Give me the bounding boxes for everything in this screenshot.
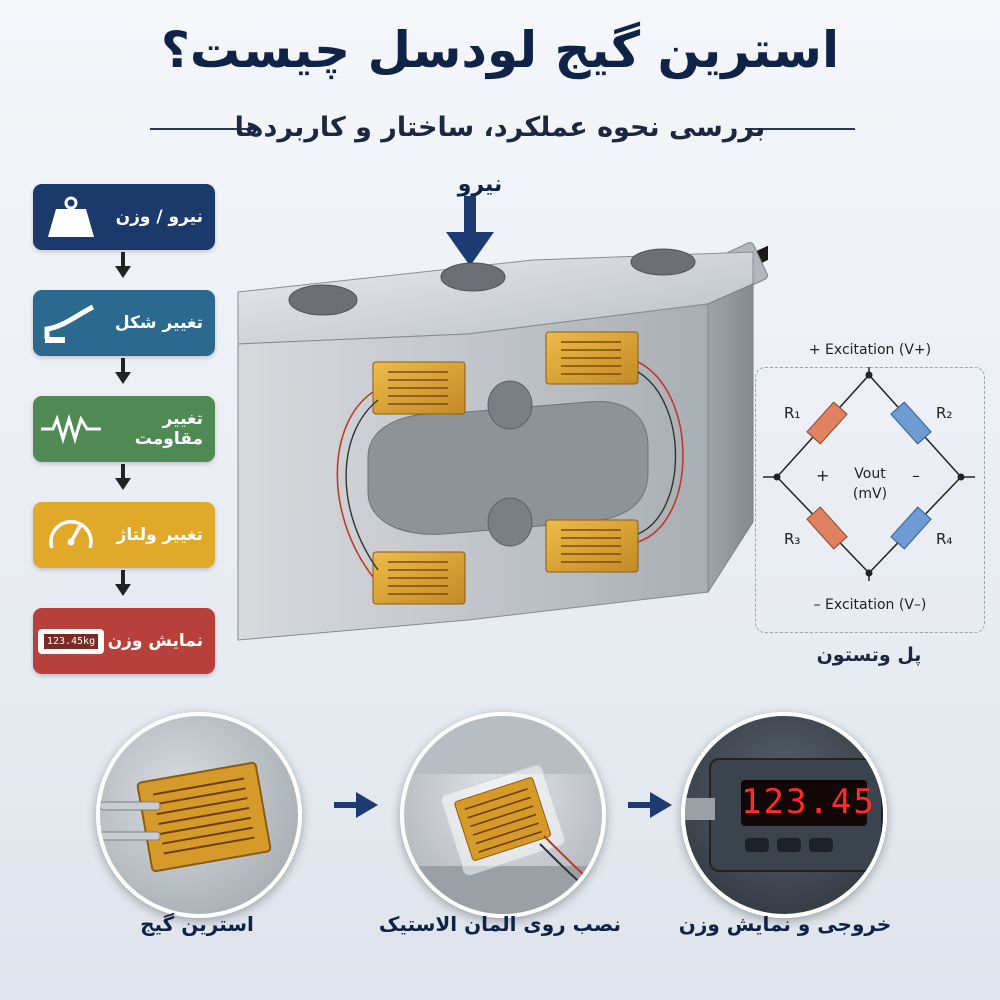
step-force: نیرو / وزن	[33, 184, 215, 250]
caption-strain-gauge: استرین گیج	[140, 912, 254, 936]
scale-display-icon: 123.45kg	[37, 616, 105, 666]
load-cell-illustration	[237, 242, 768, 641]
resistor-r4	[890, 506, 932, 550]
resistor-r1	[806, 401, 848, 445]
cable	[750, 245, 768, 266]
step-label: نمایش وزن	[107, 631, 203, 651]
page-subtitle: بررسی نحوه عملکرد، ساختار و کاربردها	[234, 112, 766, 143]
display-photo: 123.45	[681, 712, 887, 918]
force-label: نیرو	[457, 172, 503, 197]
label-vout-unit: (mV)	[852, 486, 888, 502]
label-vout: Vout	[854, 466, 886, 482]
label-r2: R₂	[936, 404, 953, 422]
caption-mounting: نصب روی المان الاستیک	[378, 912, 622, 936]
subtitle-line-right	[745, 128, 855, 130]
step-label: تغییر ولتاژ	[116, 525, 203, 545]
bending-beam-icon	[41, 298, 101, 348]
arrow-down-icon	[115, 464, 131, 490]
excitation-positive: + Excitation (V+)	[808, 342, 932, 358]
arrow-down-icon	[115, 358, 131, 384]
label-plus: +	[816, 466, 830, 485]
label-minus: –	[912, 466, 920, 485]
resistor-r2	[890, 401, 932, 445]
step-resistance: تغییر مقاومت	[33, 396, 215, 462]
force-arrow-icon	[446, 196, 494, 266]
bridge-caption: پل وتستون	[816, 644, 922, 666]
arrow-right-icon	[334, 792, 378, 818]
strain-gauge-4	[545, 519, 639, 573]
caption-output: خروجی و نمایش وزن	[678, 912, 892, 936]
wheatstone-bridge-panel	[755, 367, 985, 633]
arrow-right-icon	[628, 792, 672, 818]
subtitle-line-left	[150, 128, 260, 130]
arrow-down-icon	[115, 570, 131, 596]
weight-icon	[41, 192, 101, 242]
step-label: نیرو / وزن	[115, 207, 203, 227]
step-deformation: تغییر شکل	[33, 290, 215, 356]
page-title: استرین گیج لودسل چیست؟	[160, 21, 840, 79]
led-readout: 123.45	[741, 782, 876, 822]
step-display: 123.45kg نمایش وزن	[33, 608, 215, 674]
display-readout: 123.45kg	[43, 633, 99, 649]
strain-gauge-2	[545, 331, 639, 385]
label-r1: R₁	[784, 404, 801, 422]
wheatstone-bridge-diagram	[763, 367, 975, 581]
label-r4: R₄	[936, 530, 953, 548]
step-voltage: تغییر ولتاژ	[33, 502, 215, 568]
gauge-icon	[41, 510, 101, 560]
step-label: تغییر شکل	[114, 313, 203, 333]
strain-gauge-1	[372, 361, 466, 415]
strain-gauge-photo	[96, 712, 302, 918]
resistor-icon	[41, 404, 101, 454]
step-label: تغییر مقاومت	[134, 409, 203, 449]
excitation-negative: – Excitation (V–)	[813, 597, 927, 613]
resistor-r3	[806, 506, 848, 550]
strain-gauge-3	[372, 551, 466, 605]
arrow-down-icon	[115, 252, 131, 278]
mounted-gauge-photo	[400, 712, 606, 918]
label-r3: R₃	[784, 530, 801, 548]
